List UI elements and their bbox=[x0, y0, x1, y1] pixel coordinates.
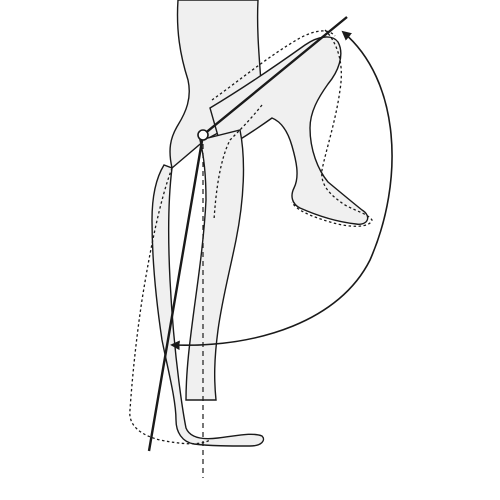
range-of-motion-arc bbox=[170, 30, 393, 351]
hip-joint-marker bbox=[197, 129, 209, 141]
